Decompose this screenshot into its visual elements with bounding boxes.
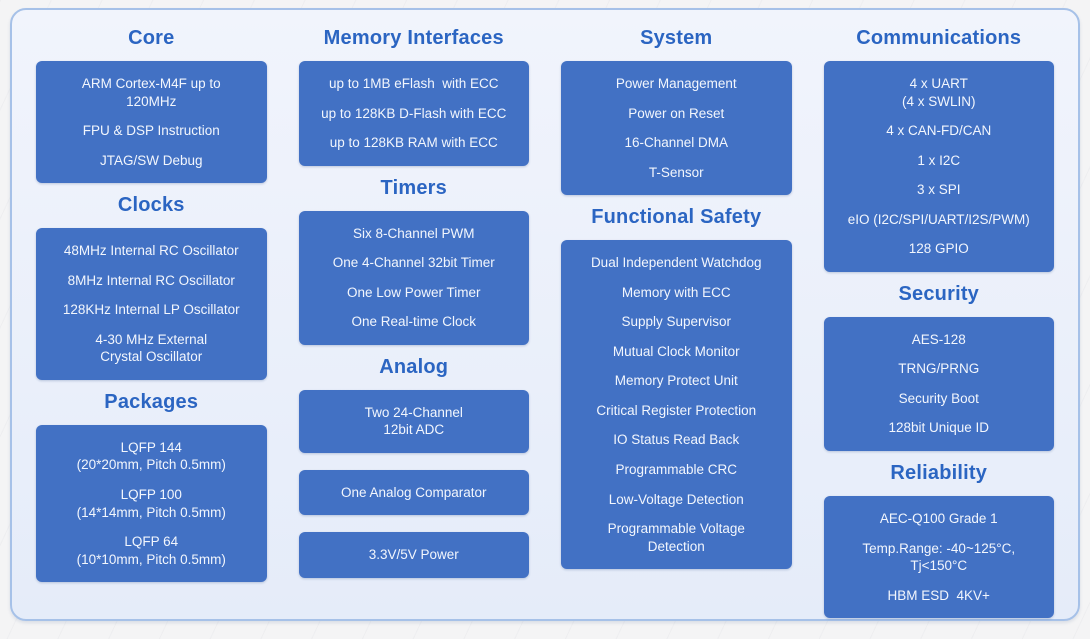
feature-item: 4 x CAN-FD/CAN	[886, 123, 992, 139]
section-memory-interfaces: Memory Interfaces up to 1MB eFlash with E…	[298, 27, 529, 166]
feature-item: T-Sensor	[648, 164, 704, 180]
feature-item: up to 128KB D-Flash with ECC	[321, 105, 507, 121]
feature-item: Memory with ECC	[621, 284, 731, 300]
feature-item: AES-128	[911, 331, 966, 347]
feature-item: Critical Register Protection	[596, 402, 757, 418]
feature-item: 4-30 MHz External Crystal Oscillator	[95, 331, 208, 365]
feature-item: One Real-time Clock	[351, 314, 477, 330]
feature-box: Six 8-Channel PWM One 4-Channel 32bit Tim…	[298, 210, 529, 345]
feature-item: Programmable CRC	[615, 462, 738, 478]
section-heading-core: Core	[128, 27, 175, 49]
feature-item: LQFP 144 (20*20mm, Pitch 0.5mm)	[76, 439, 226, 473]
feature-item: Low-Voltage Detection	[608, 491, 744, 507]
feature-box: One Analog Comparator	[298, 469, 529, 516]
feature-item: TRNG/PRNG	[898, 361, 980, 377]
feature-item: 4 x UART (4 x SWLIN)	[901, 76, 976, 109]
feature-item: Power Management	[615, 76, 737, 91]
section-heading-communications: Communications	[856, 27, 1022, 49]
feature-item: Temp.Range: -40~125°C, Tj<150°C	[862, 540, 1016, 574]
feature-box: AEC-Q100 Grade 1 Temp.Range: -40~125°C, T…	[823, 496, 1054, 619]
feature-box: LQFP 144 (20*20mm, Pitch 0.5mm) LQFP 100 …	[36, 424, 267, 583]
section-heading-timers: Timers	[380, 176, 447, 199]
feature-item: Memory Protect Unit	[614, 373, 738, 389]
section-heading-memory-interfaces: Memory Interfaces	[323, 27, 504, 49]
feature-item: One Low Power Timer	[346, 284, 481, 300]
feature-box: 48MHz Internal RC Oscillator 8MHz Interna…	[36, 228, 267, 380]
feature-item: 128bit Unique ID	[888, 420, 990, 436]
feature-item: 128KHz Internal LP Oscillator	[62, 302, 240, 318]
column-2: Memory Interfaces up to 1MB eFlash with E…	[298, 16, 529, 618]
column-4: Communications 4 x UART (4 x SWLIN) 4 x CA…	[823, 16, 1054, 619]
feature-item: 3 x SPI	[916, 182, 961, 198]
section-heading-reliability: Reliability	[890, 462, 988, 485]
feature-item: Mutual Clock Monitor	[612, 343, 740, 359]
section-heading-packages: Packages	[104, 390, 199, 413]
feature-item: HBM ESD 4KV+	[887, 587, 990, 603]
feature-item: up to 1MB eFlash with ECC	[328, 76, 499, 91]
feature-item: 128 GPIO	[908, 241, 969, 257]
feature-item: AEC-Q100 Grade 1	[879, 511, 998, 527]
feature-box: Two 24-Channel 12bit ADC	[298, 389, 529, 453]
feature-item: up to 128KB RAM with ECC	[329, 135, 498, 151]
feature-item: One Analog Comparator	[340, 484, 487, 500]
feature-item: Dual Independent Watchdog	[590, 255, 762, 271]
feature-item: JTAG/SW Debug	[99, 152, 203, 168]
feature-item: FPU & DSP Instruction	[82, 123, 220, 139]
section-heading-clocks: Clocks	[117, 194, 185, 217]
section-heading-system: System	[640, 27, 713, 49]
feature-item: Power on Reset	[628, 105, 725, 121]
feature-item: Security Boot	[898, 390, 979, 406]
feature-item: Two 24-Channel 12bit ADC	[364, 404, 463, 438]
feature-item: Six 8-Channel PWM	[352, 225, 475, 241]
feature-item: One 4-Channel 32bit Timer	[332, 255, 495, 271]
section-communications: Communications 4 x UART (4 x SWLIN) 4 x CA…	[823, 27, 1054, 272]
feature-item: 3.3V/5V Power	[368, 547, 459, 563]
feature-box: 3.3V/5V Power	[298, 532, 529, 579]
section-heading-functional-safety: Functional Safety	[591, 206, 762, 229]
feature-item: LQFP 64 (10*10mm, Pitch 0.5mm)	[76, 534, 226, 567]
section-heading-security: Security	[898, 282, 980, 305]
feature-item: 1 x I2C	[917, 152, 961, 168]
section-heading-analog: Analog	[379, 355, 449, 378]
feature-item: Programmable Voltage Detection	[607, 521, 745, 554]
feature-box: 4 x UART (4 x SWLIN) 4 x CAN-FD/CAN 1 x I2…	[823, 61, 1054, 272]
feature-item: IO Status Read Back	[613, 432, 740, 448]
feature-item: 16-Channel DMA	[624, 135, 729, 151]
feature-item: LQFP 100 (14*14mm, Pitch 0.5mm)	[76, 487, 226, 520]
feature-item: 48MHz Internal RC Oscillator	[63, 243, 239, 259]
feature-item: 8MHz Internal RC Oscillator	[67, 272, 235, 288]
feature-item: eIO (I2C/SPI/UART/I2S/PWM)	[847, 211, 1030, 227]
feature-box: up to 1MB eFlash with ECC up to 128KB D-F…	[298, 61, 529, 166]
feature-item: Supply Supervisor	[621, 314, 732, 330]
section-clocks: Clocks 48MHz Internal RC Oscillator 8MHz I…	[36, 194, 267, 380]
feature-item: ARM Cortex-M4F up to 120MHz	[81, 76, 221, 109]
